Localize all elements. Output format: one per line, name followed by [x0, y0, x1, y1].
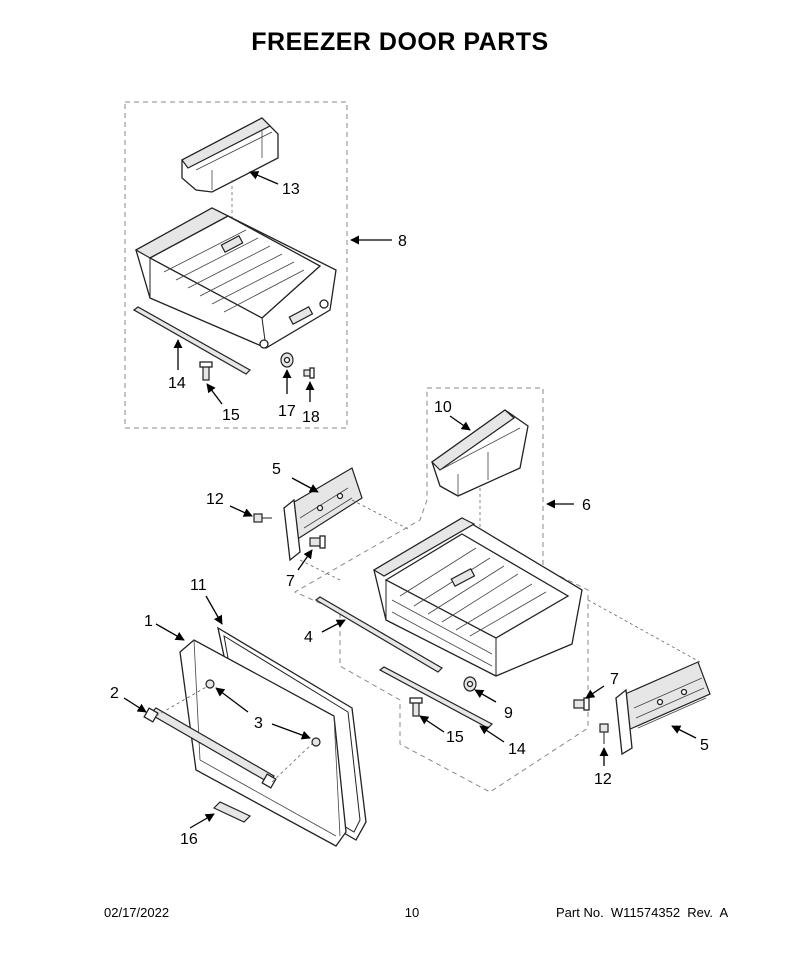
part-16-logo-badge[interactable]: [212, 801, 252, 823]
part-4-slide-rail[interactable]: [314, 596, 443, 673]
leader-2: [123, 697, 147, 713]
part-14-rail-lower[interactable]: [378, 666, 493, 729]
leader-3a: [215, 687, 249, 713]
leader-13: [249, 171, 279, 185]
part-13-small-bin[interactable]: [181, 117, 279, 193]
part-9-washer[interactable]: [463, 676, 477, 692]
guide-line: [351, 499, 411, 531]
lower-basket-group-outline: [293, 387, 589, 793]
upper-freezer-basket[interactable]: [134, 207, 337, 349]
callout-7-left: 7: [286, 573, 295, 590]
leader-9: [474, 689, 497, 703]
part-3-screw-upper[interactable]: [205, 679, 215, 689]
leader-7-right: [585, 685, 605, 699]
callout-14-lower: 14: [508, 741, 526, 758]
part-3-screw-lower[interactable]: [311, 737, 321, 747]
leader-7-left: [297, 549, 313, 571]
leader-14-lower: [479, 725, 505, 743]
callout-18: 18: [302, 409, 320, 426]
callout-14-upper: 14: [168, 375, 186, 392]
leader-15-upper: [206, 383, 223, 405]
callout-9: 9: [504, 705, 513, 722]
part-17-washer[interactable]: [280, 352, 294, 368]
callout-6: 6: [582, 497, 591, 514]
callout-4: 4: [304, 629, 313, 646]
part-15-screw-lower[interactable]: [409, 697, 423, 717]
part-7-screw-right[interactable]: [573, 697, 590, 711]
callout-8: 8: [398, 233, 407, 250]
upper-basket-group-outline: [124, 101, 348, 429]
callout-11: 11: [190, 577, 207, 594]
footer-part-number: Part No. W11574352 Rev. A: [556, 905, 729, 920]
footer-date: 02/17/2022: [104, 905, 170, 920]
part-18-screw[interactable]: [303, 367, 315, 379]
part-12-clip-left[interactable]: [253, 513, 272, 523]
guide-line: [271, 741, 315, 783]
leader-4: [321, 619, 346, 633]
callout-15-upper: 15: [222, 407, 240, 424]
leader-3b: [271, 723, 311, 740]
callout-12-left: 12: [206, 491, 224, 508]
part-12-clip-right[interactable]: [599, 723, 609, 744]
callout-12-right: 12: [594, 771, 612, 788]
part-15-screw-upper[interactable]: [199, 361, 213, 381]
callout-7-right: 7: [610, 671, 619, 688]
leader-16: [189, 813, 215, 829]
part-5-slide-left[interactable]: [283, 467, 363, 562]
callout-1: 1: [144, 613, 153, 630]
callout-5-right: 5: [700, 737, 709, 754]
callout-16: 16: [180, 831, 198, 848]
part-7-screw-left[interactable]: [309, 535, 326, 549]
callout-17: 17: [278, 403, 296, 420]
guide-line: [587, 599, 701, 663]
leader-11: [205, 595, 223, 625]
guide-line: [155, 685, 209, 717]
guide-line: [299, 559, 341, 581]
footer-page-number: 10: [404, 905, 420, 920]
callout-10: 10: [434, 399, 452, 416]
leader-15-lower: [419, 715, 445, 733]
callout-2: 2: [110, 685, 119, 702]
part-5-slide-right[interactable]: [615, 661, 711, 756]
leader-12-left: [229, 505, 253, 517]
callout-13: 13: [282, 181, 300, 198]
part-10-bin[interactable]: [431, 409, 529, 497]
lower-freezer-basket[interactable]: [372, 517, 583, 677]
callout-3: 3: [254, 715, 263, 732]
page-title: FREEZER DOOR PARTS: [251, 28, 549, 56]
part-2-door-handle[interactable]: [143, 707, 277, 789]
callout-5-left: 5: [272, 461, 281, 478]
leader-5-right: [671, 725, 697, 739]
leader-5-left: [291, 477, 319, 493]
leader-10: [449, 415, 471, 431]
callout-15-lower: 15: [446, 729, 464, 746]
part-14-rail-upper[interactable]: [132, 306, 251, 375]
leader-1: [155, 623, 185, 641]
